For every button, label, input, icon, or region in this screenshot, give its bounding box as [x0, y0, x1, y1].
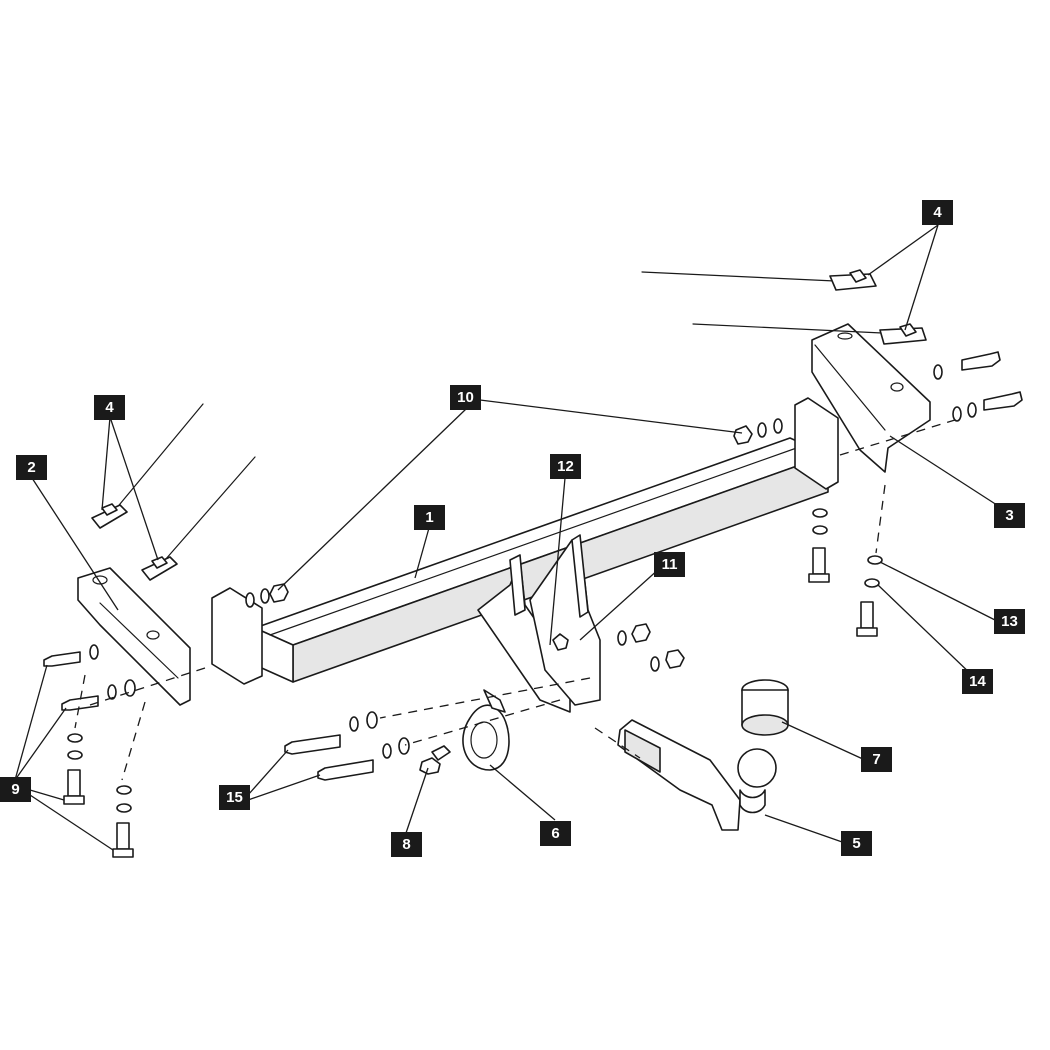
callout-8-text: 8: [402, 836, 410, 853]
small-bolt-12: [552, 633, 569, 651]
callout-9-text: 9: [11, 781, 19, 798]
callout-15: 15: [219, 785, 250, 810]
callout-14: 14: [962, 669, 993, 694]
callout-1: 1: [414, 505, 445, 530]
callout-8: 8: [391, 832, 422, 857]
callout-13: 13: [994, 609, 1025, 634]
bolt-left-2: [61, 679, 136, 711]
callout-9: 9: [0, 777, 31, 802]
callout-4-left: 4: [94, 395, 125, 420]
callout-3-text: 3: [1005, 507, 1013, 524]
callout-10-text: 10: [457, 389, 474, 406]
callout-10: 10: [450, 385, 481, 410]
callout-5-text: 5: [852, 835, 860, 852]
bolt-vertical-right-1: [808, 508, 830, 583]
nut-washers-left: [245, 583, 289, 608]
callout-3: 3: [994, 503, 1025, 528]
callout-2: 2: [16, 455, 47, 480]
callout-12: 12: [550, 454, 581, 479]
bolt-15-lower: [317, 737, 410, 781]
nut-washers-center: [617, 623, 685, 672]
ball-cover: [741, 679, 789, 736]
assembly-lines: [74, 419, 956, 781]
bolt-left-1: [43, 644, 99, 667]
bolt-15-upper: [284, 711, 378, 755]
leader-lines: [14, 224, 1001, 851]
callout-12-text: 12: [557, 458, 574, 475]
bolt-vertical-right-2: [856, 555, 883, 637]
bolt-right-2: [952, 391, 1023, 422]
right-end-plate: [794, 397, 839, 490]
bolt-vertical-left-2: [112, 785, 134, 858]
center-bracket: [477, 534, 601, 713]
socket-bolt: [419, 745, 451, 775]
callout-7: 7: [861, 747, 892, 772]
nut-washers-right: [733, 418, 783, 445]
callout-5: 5: [841, 831, 872, 856]
left-end-plate: [211, 587, 263, 685]
callout-7-text: 7: [872, 751, 880, 768]
callout-15-text: 15: [226, 789, 243, 806]
clamp-plate-right-2: [692, 323, 927, 345]
callout-6-text: 6: [551, 825, 559, 842]
bolt-vertical-left-1: [63, 733, 85, 805]
socket-plate: [462, 689, 510, 771]
callout-4-left-text: 4: [105, 399, 114, 416]
callout-6: 6: [540, 821, 571, 846]
clamp-plate-left-1: [91, 403, 204, 529]
callout-4-right: 4: [922, 200, 953, 225]
callout-1-text: 1: [425, 509, 433, 526]
callout-13-text: 13: [1001, 613, 1018, 630]
clamp-plate-right-1: [641, 269, 877, 291]
callout-14-text: 14: [969, 673, 986, 690]
callout-11-text: 11: [662, 556, 678, 573]
right-bracket: [811, 323, 931, 473]
callout-2-text: 2: [27, 459, 35, 476]
callout-4-right-text: 4: [933, 204, 942, 221]
bolt-right-1: [933, 351, 1001, 380]
callout-11: 11: [654, 552, 685, 577]
left-bracket: [77, 567, 191, 706]
clamp-plate-left-2: [141, 456, 256, 581]
tow-ball-arm: [617, 719, 777, 831]
